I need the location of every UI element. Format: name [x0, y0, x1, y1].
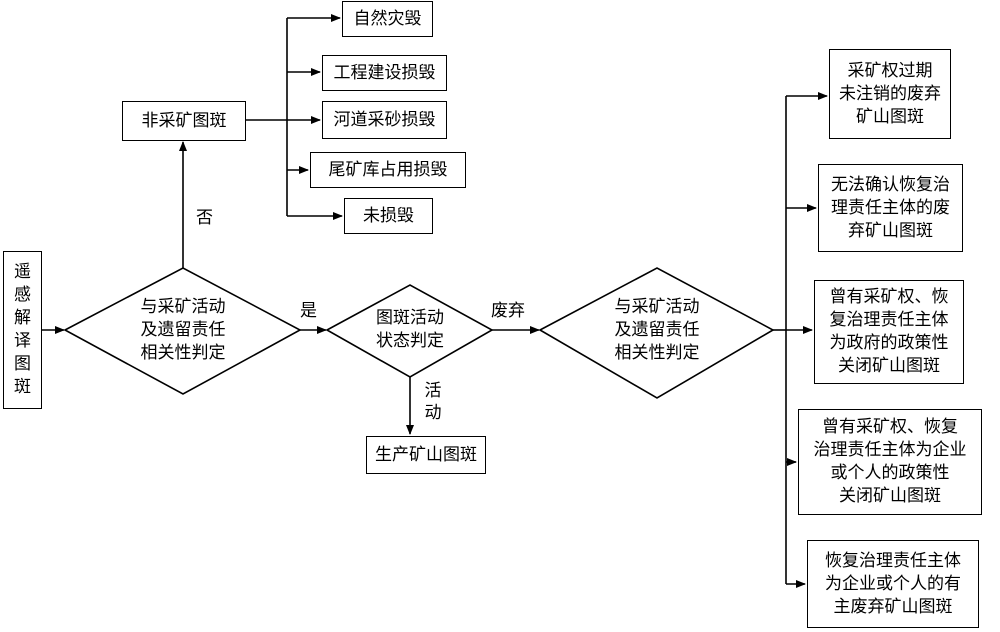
decision2-label: 图斑活动 状态判定 — [376, 308, 444, 351]
undamaged-node: 未损毁 — [344, 198, 433, 234]
production-mine-node: 生产矿山图斑 — [366, 436, 486, 474]
abandoned-unknown-node: 无法确认恢复治 理责任主体的废 弃矿山图斑 — [818, 164, 963, 252]
edge-label-yes: 是 — [300, 301, 317, 321]
source-node-label: 遥感解译图斑 — [14, 262, 31, 397]
abandoned-owned-node: 恢复治理责任主体 为企业或个人的有 主废弃矿山图斑 — [807, 540, 979, 628]
decision3-label: 与采矿活动 及遗留责任 相关性判定 — [614, 297, 700, 363]
edge-label-active: 活 动 — [424, 381, 442, 423]
decision1-label: 与采矿活动 及遗留责任 相关性判定 — [140, 297, 226, 363]
tailings-damage-node: 尾矿库占用损毁 — [310, 152, 466, 188]
non-mining-node: 非采矿图斑 — [122, 101, 246, 141]
abandoned-government-node: 曾有采矿权、恢 复治理责任主体 为政府的政策性 关闭矿山图斑 — [814, 280, 964, 384]
source-node: 遥感解译图斑 — [3, 251, 42, 409]
abandoned-expired-node: 采矿权过期 未注销的废弃 矿山图斑 — [829, 49, 951, 139]
river-sand-damage-node: 河道采砂损毁 — [322, 101, 447, 139]
edge-label-no: 否 — [196, 208, 213, 228]
edge-label-abandoned: 废弃 — [491, 301, 525, 321]
natural-disaster-node: 自然灾毁 — [342, 1, 433, 37]
abandoned-enterprise-node: 曾有采矿权、恢复 治理责任主体为企业 或个人的政策性 关闭矿山图斑 — [798, 409, 982, 515]
engineering-damage-node: 工程建设损毁 — [322, 55, 447, 91]
